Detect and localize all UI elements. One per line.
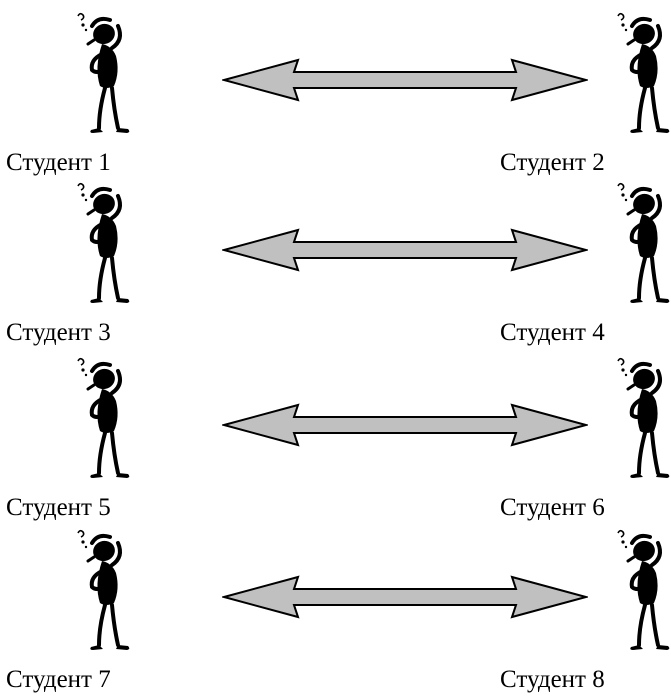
student-label: Студент 1 [6,149,111,176]
student-label: Студент 2 [500,149,605,176]
thinking-person-icon [612,8,671,138]
thinking-person-icon [72,353,152,483]
student-label: Студент 5 [6,494,111,521]
student-pair-3: Студент 5 Студент 6 [0,353,671,523]
student-pair-1: Студент 1 Студент 2 [0,8,671,178]
double-arrow-icon [222,58,588,102]
double-arrow-icon [222,403,588,447]
student-label: Студент 3 [6,319,111,346]
thinking-person-icon [72,8,152,138]
thinking-person-icon [72,178,152,308]
thinking-person-icon [612,525,671,655]
thinking-person-icon [612,353,671,483]
student-label: Студент 6 [500,494,605,521]
student-label: Студент 8 [500,666,605,693]
double-arrow-icon [222,575,588,619]
student-pair-2: Студент 3 Студент 4 [0,178,671,348]
student-label: Студент 7 [6,666,111,693]
double-arrow-icon [222,228,588,272]
student-label: Студент 4 [500,319,605,346]
thinking-person-icon [72,525,152,655]
student-pair-4: Студент 7 Студент 8 [0,525,671,695]
thinking-person-icon [612,178,671,308]
